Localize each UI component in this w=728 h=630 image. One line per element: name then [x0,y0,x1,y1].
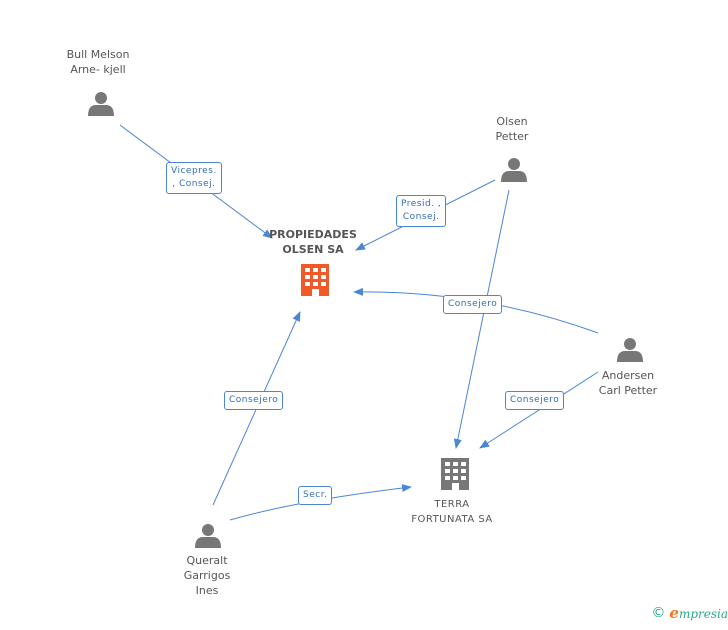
footer-brand: © empresia [651,604,728,622]
node-label-line: Garrigos [183,569,231,582]
node-label-line: Olsen [496,115,528,128]
edge-andersen-to-terra[interactable] [479,371,599,449]
edge-label-line: Consejero [510,395,560,405]
edge-label-line: Consejero [229,395,279,405]
node-label-terra-fortunata[interactable]: TERRA FORTUNATA SA [397,497,507,527]
edge-label-consejero-queralt-prop[interactable]: Consejero [224,391,284,410]
edge-label-line: Secr. [303,490,328,500]
person-icon[interactable] [195,524,221,548]
edge-label-line: Vicepres. [171,166,217,176]
node-label-line: Carl Petter [598,384,658,397]
node-label-line: Ines [195,584,219,597]
node-label-line: Andersen [601,369,655,382]
edge-label-line: , Consej. [172,179,216,189]
node-label-line: Petter [495,130,529,143]
edge-label-secr[interactable]: Secr. [298,486,333,505]
node-label-bull-melson[interactable]: Bull Melson Arne- kjell [48,47,148,77]
node-label-line: Bull Melson [66,48,130,61]
node-label-line: TERRA [434,499,470,510]
node-label-olsen-petter[interactable]: Olsen Petter [472,114,552,144]
edge-label-line: Presid. , [401,199,442,209]
edge-label-consejero-andersen-prop[interactable]: Consejero [443,295,503,314]
edge-label-presid[interactable]: Presid. , Consej. [396,195,447,227]
building-icon[interactable] [441,458,469,490]
brand-name: mpresia [678,607,728,621]
node-label-queralt[interactable]: Queralt Garrigos Ines [167,553,247,598]
node-label-line: Queralt [186,554,228,567]
edge-olsen-to-terra[interactable] [453,189,510,449]
edge-label-line: Consej. [402,212,440,222]
node-label-propiedades-olsen[interactable]: PROPIEDADES OLSEN SA [253,227,373,257]
person-icon[interactable] [501,158,527,182]
brand-logo[interactable]: empresia [669,604,728,622]
person-icon[interactable] [617,338,643,362]
node-label-line: FORTUNATA SA [411,514,493,525]
copyright-icon: © [651,605,666,621]
edge-label-vicepres[interactable]: Vicepres. , Consej. [166,162,222,194]
person-icon[interactable] [88,92,114,116]
edge-label-consejero-andersen-terra[interactable]: Consejero [505,391,565,410]
node-label-line: Arne- kjell [70,63,126,76]
node-label-andersen[interactable]: Andersen Carl Petter [578,368,678,398]
building-icon[interactable] [301,264,329,296]
node-label-line: PROPIEDADES [269,228,357,241]
brand-initial: e [669,604,679,622]
node-label-line: OLSEN SA [282,243,344,256]
edge-label-line: Consejero [448,299,498,309]
